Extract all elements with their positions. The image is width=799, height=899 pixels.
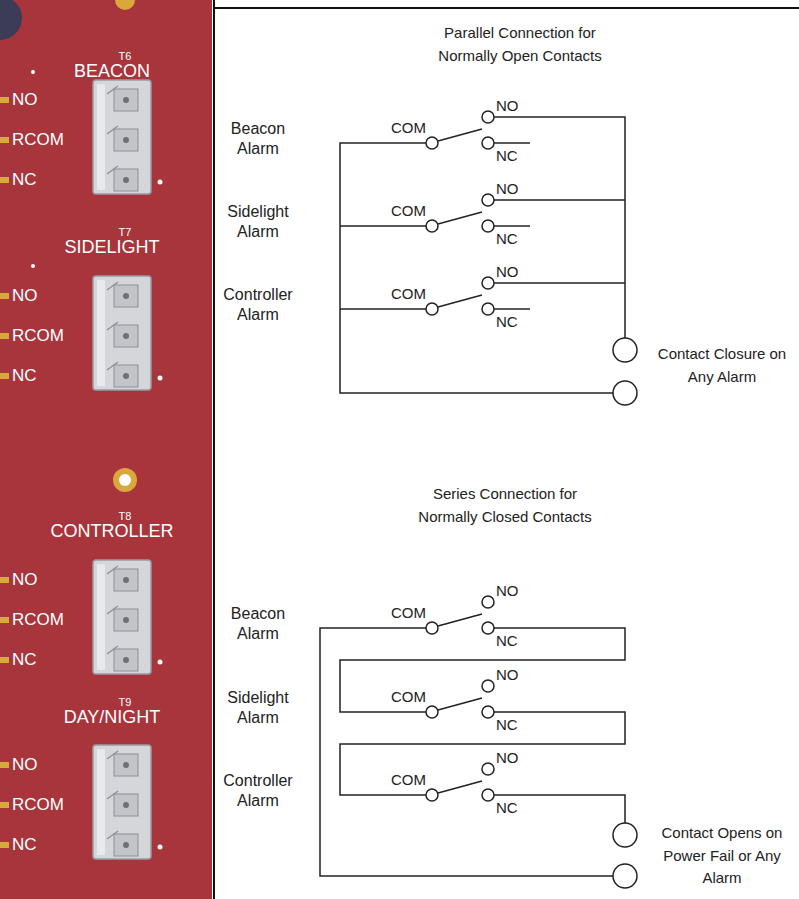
terminal bbox=[482, 111, 494, 123]
alarm-name: Beacon Alarm bbox=[212, 119, 304, 159]
contact-label: COM bbox=[384, 771, 426, 790]
alarm-name: Beacon Alarm bbox=[212, 604, 304, 644]
wire bbox=[494, 200, 625, 283]
pin-name: NO bbox=[12, 754, 38, 775]
section-title: Series Connection for Normally Closed Co… bbox=[405, 483, 605, 528]
terminal bbox=[426, 706, 438, 718]
alarm-name: Controller Alarm bbox=[212, 285, 304, 325]
pin-name: RCOM bbox=[12, 325, 64, 346]
wire bbox=[340, 628, 625, 712]
contact-label: NO bbox=[496, 180, 519, 199]
section-title: Parallel Connection for Normally Open Co… bbox=[420, 22, 620, 67]
pin-name: NC bbox=[12, 649, 37, 670]
pin-name: NO bbox=[12, 285, 38, 306]
wire bbox=[494, 225, 530, 227]
contact-label: NC bbox=[496, 632, 518, 651]
wire bbox=[438, 698, 482, 710]
terminal bbox=[482, 763, 494, 775]
alarm-name: Sidelight Alarm bbox=[212, 688, 304, 728]
terminal bbox=[482, 706, 494, 718]
contact-label: NC bbox=[496, 147, 518, 166]
wire bbox=[494, 117, 625, 338]
contact-label: COM bbox=[384, 688, 426, 707]
wire bbox=[494, 795, 625, 823]
connector-name: DAY/NIGHT bbox=[17, 706, 207, 729]
pin-name: NC bbox=[12, 169, 37, 190]
terminal bbox=[482, 789, 494, 801]
wire bbox=[320, 628, 613, 876]
connector-name: CONTROLLER bbox=[17, 520, 207, 543]
contact-label: COM bbox=[384, 285, 426, 304]
terminal bbox=[482, 680, 494, 692]
pcb-board bbox=[0, 0, 212, 899]
contact-label: NC bbox=[496, 799, 518, 818]
wire bbox=[438, 212, 482, 224]
terminal bbox=[482, 303, 494, 315]
contact-label: NO bbox=[496, 263, 519, 282]
terminal bbox=[426, 789, 438, 801]
contact-label: NO bbox=[496, 749, 519, 768]
alarm-name: Sidelight Alarm bbox=[212, 202, 304, 242]
connector-name: SIDELIGHT bbox=[17, 236, 207, 259]
contact-label: NO bbox=[496, 666, 519, 685]
terminal bbox=[613, 381, 637, 405]
wire bbox=[438, 614, 482, 626]
terminal bbox=[426, 137, 438, 149]
contact-label: NC bbox=[496, 313, 518, 332]
terminal bbox=[482, 220, 494, 232]
pin-name: NO bbox=[12, 569, 38, 590]
pin-name: RCOM bbox=[12, 609, 64, 630]
output-note: Contact Closure on Any Alarm bbox=[647, 343, 797, 388]
terminal bbox=[426, 622, 438, 634]
output-note: Contact Opens on Power Fail or Any Alarm bbox=[647, 822, 797, 890]
wire bbox=[438, 129, 482, 141]
contact-label: NO bbox=[496, 97, 519, 116]
connector-name: BEACON bbox=[17, 60, 207, 83]
contact-label: COM bbox=[384, 202, 426, 221]
terminal bbox=[613, 823, 637, 847]
terminal bbox=[482, 622, 494, 634]
pin-name: RCOM bbox=[12, 794, 64, 815]
contact-label: COM bbox=[384, 119, 426, 138]
terminal bbox=[482, 277, 494, 289]
wire bbox=[438, 781, 482, 793]
contact-label: NC bbox=[496, 716, 518, 735]
terminal bbox=[482, 596, 494, 608]
terminal bbox=[426, 303, 438, 315]
terminal bbox=[613, 338, 637, 362]
pin-name: NC bbox=[12, 365, 37, 386]
wire bbox=[494, 142, 530, 144]
pin-name: NO bbox=[12, 89, 38, 110]
wire bbox=[340, 712, 625, 795]
wire bbox=[340, 226, 426, 309]
wire bbox=[438, 295, 482, 307]
terminal bbox=[482, 137, 494, 149]
wire bbox=[340, 143, 613, 393]
terminal bbox=[426, 220, 438, 232]
terminal bbox=[482, 194, 494, 206]
alarm-name: Controller Alarm bbox=[212, 771, 304, 811]
wire bbox=[494, 308, 530, 310]
terminal bbox=[613, 864, 637, 888]
pin-name: NC bbox=[12, 834, 37, 855]
pin-name: RCOM bbox=[12, 129, 64, 150]
contact-label: NC bbox=[496, 230, 518, 249]
contact-label: COM bbox=[384, 604, 426, 623]
contact-label: NO bbox=[496, 582, 519, 601]
